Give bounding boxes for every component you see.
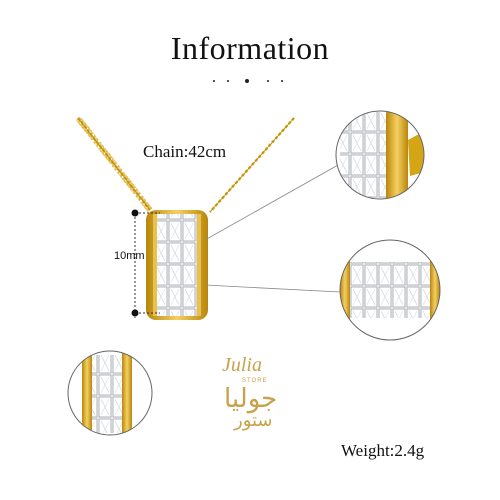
callout-line-top — [204, 164, 339, 241]
brand-logo: Julia STORE جوليا ستور — [216, 348, 296, 438]
page-title: Information — [170, 30, 330, 66]
zoom-detail-bottom — [67, 350, 153, 436]
chain — [75, 116, 295, 213]
brand-logo-arabic: جوليا — [224, 384, 278, 414]
brand-logo-store: STORE — [242, 378, 268, 384]
dimension-marker — [131, 209, 160, 318]
chain-length-label: Chain:42cm — [143, 142, 227, 161]
brand-logo-arabic-store: ستور — [234, 410, 273, 431]
zoom-detail-top — [335, 110, 425, 200]
zoom-detail-middle — [339, 239, 441, 341]
callout-line-middle — [204, 284, 341, 293]
pendant-size-label: 10mm — [114, 250, 145, 262]
brand-logo-latin: Julia — [222, 354, 262, 376]
title-divider-dots — [205, 78, 295, 84]
pendant — [146, 210, 208, 320]
weight-label: Weight:2.4g — [341, 441, 425, 460]
